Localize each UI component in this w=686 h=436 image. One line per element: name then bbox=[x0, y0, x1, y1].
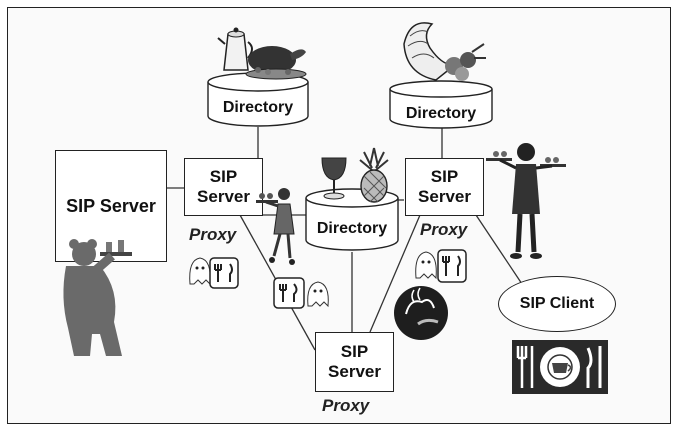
sip-proxy-right: SIP Server bbox=[405, 158, 484, 216]
ghost-menu-icon bbox=[415, 249, 467, 283]
ghost-menu-icon bbox=[189, 257, 239, 289]
directory-top-right-label: Directory bbox=[405, 105, 477, 122]
fork-knife-icon bbox=[273, 277, 329, 309]
waitress-icon bbox=[256, 188, 295, 265]
place-setting-icon bbox=[512, 340, 608, 394]
proxy-bottom-line2: Server bbox=[328, 362, 381, 381]
proxy-right-role: Proxy bbox=[420, 220, 468, 239]
directory-top-left: Directory bbox=[206, 72, 310, 128]
proxy-right-line2: Server bbox=[418, 187, 471, 206]
sip-server-main-label: SIP Server bbox=[66, 195, 156, 216]
cornucopia-icon bbox=[403, 22, 486, 81]
sip-server-main: SIP Server bbox=[55, 150, 167, 262]
chef-icon bbox=[394, 286, 448, 340]
proxy-right-line1: SIP bbox=[430, 167, 459, 187]
bear-waiter-icon bbox=[63, 239, 132, 356]
directory-center-label: Directory bbox=[316, 220, 388, 237]
sip-proxy-bottom: SIP Server bbox=[315, 332, 394, 392]
directory-top-right-cylinder bbox=[389, 80, 493, 129]
proxy-bottom-line1: SIP bbox=[340, 342, 369, 362]
pineapple-icon bbox=[359, 147, 389, 203]
proxy-bottom-role: Proxy bbox=[322, 396, 370, 415]
coffee-pot-icon bbox=[217, 27, 253, 71]
proxy-left-line2: Server bbox=[197, 187, 250, 206]
link-right-proxy-to-bottom-proxy bbox=[369, 214, 421, 333]
directory-top-left-label: Directory bbox=[222, 99, 294, 116]
link-right-proxy-to-client bbox=[475, 214, 523, 285]
wine-glass-icon bbox=[321, 157, 347, 200]
proxy-left-line1: SIP bbox=[209, 167, 238, 187]
roast-turkey-icon bbox=[245, 46, 307, 80]
proxy-left-role: Proxy bbox=[189, 225, 237, 244]
directory-top-right: Directory bbox=[388, 80, 494, 130]
sip-client: SIP Client bbox=[498, 276, 616, 332]
sip-client-label: SIP Client bbox=[519, 295, 595, 312]
sip-proxy-left: SIP Server bbox=[184, 158, 263, 216]
waiter-icon bbox=[486, 143, 566, 259]
